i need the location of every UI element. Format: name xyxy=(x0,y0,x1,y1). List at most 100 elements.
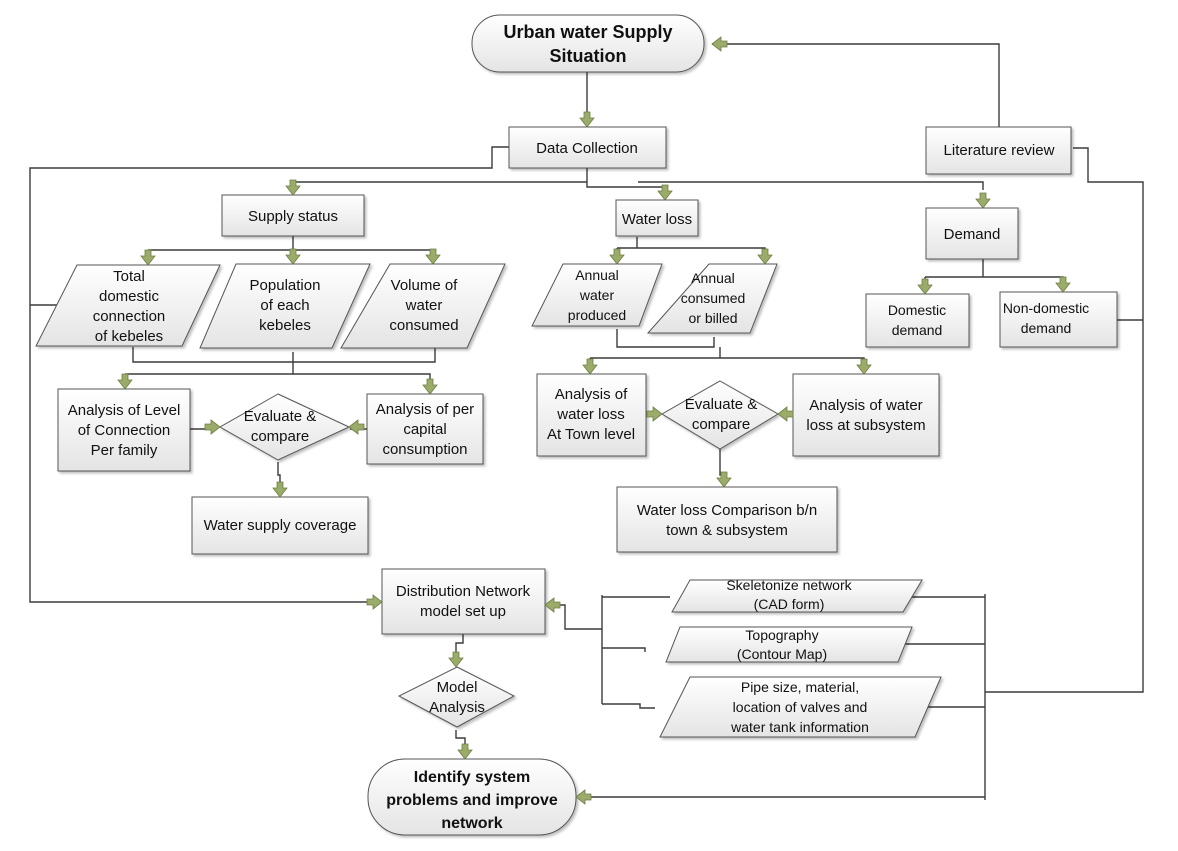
arrow-left-icon xyxy=(777,406,794,422)
merge-supply-data xyxy=(132,347,436,363)
bus-top-right xyxy=(638,181,984,190)
edge-model-end xyxy=(455,730,466,746)
edge-pipe-left xyxy=(602,703,655,709)
evaluate-loss-label: Evaluate &compare xyxy=(685,396,758,433)
data-collection-label: Data Collection xyxy=(536,140,638,157)
arrow-down-icon xyxy=(579,111,595,128)
data-collection-box xyxy=(508,126,667,169)
split-analysis xyxy=(125,373,431,380)
volume-consumed-parallelogram xyxy=(340,263,506,349)
loss-comparison-box xyxy=(616,486,838,553)
model-analysis-decision xyxy=(397,666,516,728)
arrow-right-icon xyxy=(646,406,663,422)
demand-box xyxy=(925,207,1019,260)
edge-datacollection-network xyxy=(29,146,510,603)
skeletonize-label: Skeletonize network(CAD form) xyxy=(726,577,852,612)
annual-billed-parallelogram xyxy=(646,263,778,334)
arrow-down-icon xyxy=(716,471,732,488)
arrow-down-icon xyxy=(285,248,301,265)
arrow-right-icon xyxy=(366,594,383,610)
population-parallelogram xyxy=(199,263,371,349)
skeletonize-parallelogram xyxy=(671,579,923,613)
edge-bus-network xyxy=(547,604,602,630)
topography-label: Topography(Contour Map) xyxy=(737,627,827,662)
split-loss-analysis xyxy=(590,357,865,364)
analysis-subsystem-loss-box xyxy=(792,373,940,457)
edge-network-model xyxy=(455,634,464,652)
supply-status-box xyxy=(221,194,365,237)
arrow-down-icon xyxy=(457,743,473,760)
arrow-down-icon xyxy=(1055,276,1071,293)
total-domestic-parallelogram xyxy=(35,264,221,347)
arrow-down-icon xyxy=(285,179,301,196)
demand-branch xyxy=(925,276,1064,285)
non-domestic-demand-box xyxy=(999,291,1118,348)
supply-status-label: Supply status xyxy=(248,208,338,225)
arrow-down-icon xyxy=(117,373,133,390)
literature-review-label: Literature review xyxy=(944,142,1055,159)
arrow-down-icon xyxy=(140,249,156,266)
merge-annual xyxy=(616,329,715,348)
edge-eval-coverage xyxy=(277,462,281,487)
analysis-connection-box xyxy=(57,388,191,472)
topography-parallelogram xyxy=(665,626,913,663)
water-loss-label: Water loss xyxy=(622,211,692,228)
waterloss-branch xyxy=(617,247,766,256)
literature-review-box xyxy=(925,126,1072,175)
network-setup-box xyxy=(381,568,546,635)
edge-topo-left xyxy=(602,647,646,652)
demand-label: Demand xyxy=(944,226,1001,243)
arrow-left-icon xyxy=(348,419,365,435)
pipe-info-label: Pipe size, material,location of valves a… xyxy=(730,679,869,735)
edge-literature-start xyxy=(712,43,1000,127)
arrow-left-icon xyxy=(544,597,561,613)
arrow-down-icon xyxy=(657,184,673,201)
analysis-per-capita-box xyxy=(366,393,484,465)
coverage-box xyxy=(191,496,369,555)
evaluate-supply-decision xyxy=(218,393,351,461)
analysis-town-loss-box xyxy=(536,373,647,457)
arrowheads xyxy=(117,36,1071,805)
evaluate-supply-label: Evaluate &compare xyxy=(244,408,317,445)
arrow-down-icon xyxy=(917,278,933,295)
arrow-down-icon xyxy=(422,378,438,395)
arrow-down-icon xyxy=(582,358,598,375)
domestic-demand-box xyxy=(865,293,970,348)
arrow-left-icon xyxy=(711,36,728,52)
evaluate-loss-decision xyxy=(661,380,779,450)
arrow-down-icon xyxy=(425,248,441,265)
arrow-down-icon xyxy=(757,248,773,265)
arrow-down-icon xyxy=(609,248,625,265)
arrow-down-icon xyxy=(975,192,991,209)
edge-datacollection-bus xyxy=(586,167,665,188)
edge-literature-rightbus xyxy=(985,147,1144,693)
arrow-down-icon xyxy=(856,358,872,375)
water-loss-box xyxy=(615,199,699,237)
start-terminator xyxy=(471,14,705,73)
arrow-right-icon xyxy=(204,419,221,435)
arrow-down-icon xyxy=(448,651,464,668)
coverage-label: Water supply coverage xyxy=(204,517,357,534)
arrow-down-icon xyxy=(272,481,288,498)
annual-produced-parallelogram xyxy=(531,263,663,327)
arrow-left-icon xyxy=(575,789,592,805)
pipe-info-parallelogram xyxy=(659,676,942,738)
